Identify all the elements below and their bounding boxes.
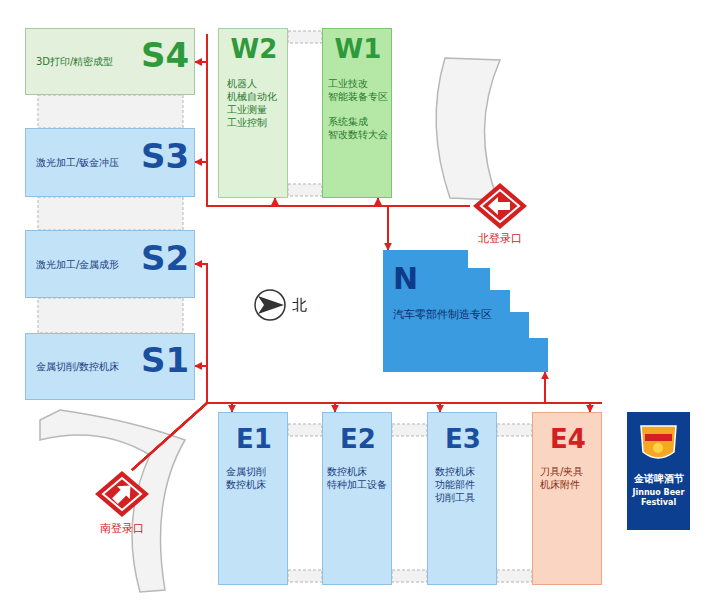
node-title: 激光加工/金属成形 [36,258,136,271]
corridor-arrow [388,206,470,250]
node-text: S3 [136,138,194,175]
node-text: Jinnuo Beer Festival [630,488,687,509]
festival-panel: 金诺啤酒节 Jinnuo Beer Festival [627,412,690,530]
exhibition-hall: 3D打印/精密成型S4 [25,28,195,95]
node-title: E1 [219,425,289,454]
corridor-arrow [378,198,470,206]
exhibition-hall: E3 数控机床 功能部件 切削工具 [427,412,497,585]
corridor-arrow [132,403,232,470]
node-title: E2 [323,425,393,454]
exhibition-hall: E1 金属切削 数控机床 [218,412,288,585]
node-text: 汽车零部件制造专区 [393,308,513,322]
node-title: W2 [219,35,289,64]
node-text: S4 [136,37,194,74]
exhibition-hall: 金属切削/数控机床S1 [25,333,195,400]
node-text: 系统集成 智改数转大会 [328,115,390,141]
node-title: 北登录口 [470,232,530,246]
node-title: 金诺啤酒节 [627,472,690,485]
exhibition-zone: N 汽车零部件制造专区 [383,250,548,372]
entrance-sign: 南登录口 [92,470,152,540]
corridor-arrow [275,198,470,206]
node-title: W1 [323,35,393,64]
node-title: E3 [428,425,498,454]
entrance-sign: 北登录口 [470,182,530,248]
node-title: 南登录口 [92,522,152,536]
compass-symbol [255,290,285,320]
node-text: 刀具/夹具 机床附件 [540,465,600,491]
node-text: S2 [136,240,194,277]
exhibition-hall: W1 工业技改 智能装备专区系统集成 智改数转大会 [322,28,392,198]
exhibition-hall: E4 刀具/夹具 机床附件 [532,412,602,585]
node-title: N [393,262,433,295]
node-text: S1 [136,342,194,379]
exhibition-hall: 激光加工/钣金冲压S3 [25,128,195,197]
node-text: 金属切削 数控机床 [226,465,286,491]
exhibition-hall: E2 数控机床 特种加工设备 [322,412,392,585]
node-title: 激光加工/钣金冲压 [36,156,136,169]
node-text: 数控机床 功能部件 切削工具 [435,465,495,504]
node-title: 金属切削/数控机床 [36,360,136,373]
node-text: 机器人 机械自动化 工业测量 工业控制 [227,77,285,129]
curved-building [40,410,185,592]
exhibition-hall: W2 机器人 机械自动化 工业测量 工业控制 [218,28,288,198]
node-title: 3D打印/精密成型 [36,55,136,68]
node-title: E4 [533,425,603,454]
compass-label: 北 [292,296,307,315]
node-text: 数控机床 特种加工设备 [327,465,393,491]
curved-building [436,58,500,200]
exhibition-hall: 激光加工/金属成形S2 [25,230,195,298]
node-text: 工业技改 智能装备专区 [328,77,390,103]
